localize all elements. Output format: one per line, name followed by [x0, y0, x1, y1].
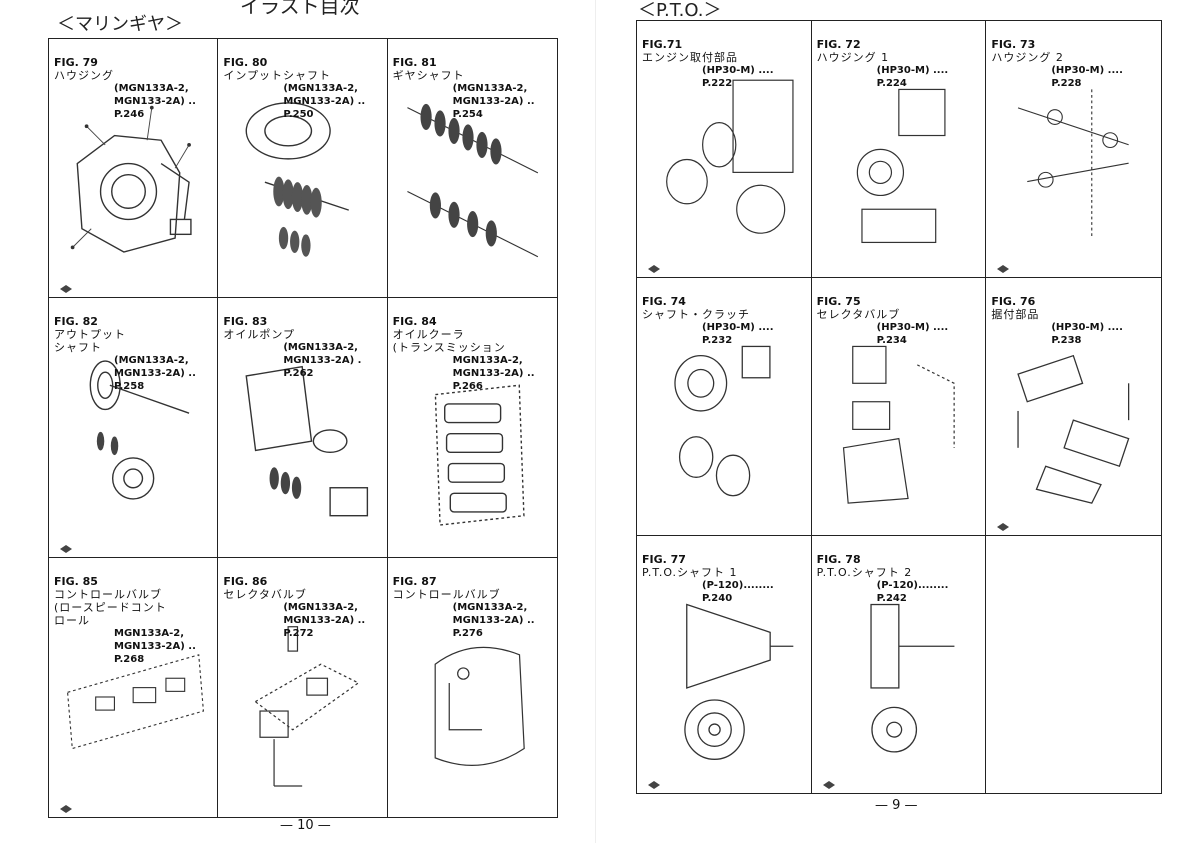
- figure-cell-78[interactable]: FIG. 78 P.T.O.シャフト 2 (P-120)........ P.2…: [812, 535, 987, 793]
- ship-icon: [996, 517, 1010, 531]
- page-number: — 9 —: [875, 798, 918, 813]
- figure-cell-77[interactable]: FIG. 77 P.T.O.シャフト 1 (P-120)........ P.2…: [637, 535, 812, 793]
- output-shaft-diagram: [55, 348, 211, 534]
- figure-cell-80[interactable]: FIG. 80 インプットシャフト (MGN133A-2, MGN133-2A)…: [218, 39, 388, 299]
- selector-valve-diagram: [224, 608, 380, 795]
- right-page: ＜P.T.O.＞ FIG.71 エンジン取付部品 (HP30-M) .... P…: [600, 0, 1200, 843]
- housing-2-diagram: [992, 71, 1155, 255]
- ship-icon: [59, 799, 73, 813]
- oil-pump-diagram: [224, 348, 380, 534]
- housing-diagram: [55, 89, 211, 275]
- figure-cell-86[interactable]: FIG. 86 セレクタバルブ (MGN133A-2, MGN133-2A) .…: [218, 557, 388, 817]
- figure-cell-74[interactable]: FIG. 74 シャフト・クラッチ (HP30-M) .... P.232: [637, 278, 812, 536]
- figure-cell-75[interactable]: FIG. 75 セレクタバルブ (HP30-M) .... P.234: [811, 278, 987, 536]
- section-title-marine-gear: ＜マリンギヤ＞: [57, 14, 183, 35]
- figure-cell-85[interactable]: FIG. 85 コントロールバルブ (ロースピードコント ロール MGN133A…: [49, 557, 219, 817]
- input-shaft-diagram: [224, 89, 380, 275]
- ship-icon: [59, 539, 73, 553]
- control-valve-low-speed-diagram: [55, 608, 211, 795]
- figure-cell-84[interactable]: FIG. 84 オイルクーラ (トランスミッション MGN133A-2, MGN…: [387, 298, 557, 558]
- left-page: イラスト目次 ＜マリンギヤ＞ FIG. 79 ハウジング (MGN133A-2,…: [0, 0, 590, 843]
- shaft-clutch-diagram: [643, 328, 805, 512]
- figure-cell-71[interactable]: FIG.71 エンジン取付部品 (HP30-M) .... P.222: [637, 21, 812, 279]
- ship-icon: [647, 775, 661, 789]
- mounting-parts-diagram: [992, 328, 1155, 512]
- pto-shaft-2-diagram: [818, 586, 980, 771]
- pto-figure-grid: FIG.71 エンジン取付部品 (HP30-M) .... P.222 FI: [636, 20, 1162, 794]
- book-gutter: [595, 0, 596, 843]
- empty-cell: [986, 535, 1161, 793]
- figure-cell-81[interactable]: FIG. 81 ギヤシャフト (MGN133A-2, MGN133-2A) ..…: [387, 39, 557, 299]
- figure-cell-83[interactable]: FIG. 83 オイルポンプ (MGN133A-2, MGN133-2A) . …: [218, 298, 388, 558]
- oil-cooler-diagram: [394, 348, 551, 534]
- selector-valve-pto-diagram: [818, 328, 980, 512]
- marine-gear-figure-grid: FIG. 79 ハウジング (MGN133A-2, MGN133-2A) .. …: [48, 38, 558, 818]
- page-number: — 10 —: [280, 818, 331, 833]
- ship-icon: [822, 775, 836, 789]
- figure-cell-82[interactable]: FIG. 82 アウトプット シャフト (MGN133A-2, MGN133-2…: [49, 298, 219, 558]
- figure-cell-73[interactable]: FIG. 73 ハウジング 2 (HP30-M) .... P.228: [986, 21, 1161, 279]
- section-title-pto: ＜P.T.O.＞: [638, 0, 722, 21]
- engine-mounting-parts-diagram: [643, 71, 805, 255]
- control-valve-diagram: [394, 608, 551, 795]
- figure-cell-87[interactable]: FIG. 87 コントロールバルブ (MGN133A-2, MGN133-2A)…: [388, 558, 557, 817]
- ship-icon: [647, 259, 661, 274]
- index-title: イラスト目次: [240, 0, 360, 18]
- ship-icon: [59, 279, 73, 294]
- housing-1-diagram: [818, 71, 980, 255]
- figure-cell-72[interactable]: FIG. 72 ハウジング 1 (HP30-M) .... P.224: [811, 21, 987, 279]
- ship-icon: [996, 259, 1010, 274]
- pto-shaft-1-diagram: [643, 586, 805, 771]
- figure-cell-76[interactable]: FIG. 76 据付部品 (HP30-M) .... P.238: [986, 278, 1161, 536]
- figure-cell-79[interactable]: FIG. 79 ハウジング (MGN133A-2, MGN133-2A) .. …: [49, 39, 219, 299]
- gear-shaft-diagram: [394, 89, 551, 275]
